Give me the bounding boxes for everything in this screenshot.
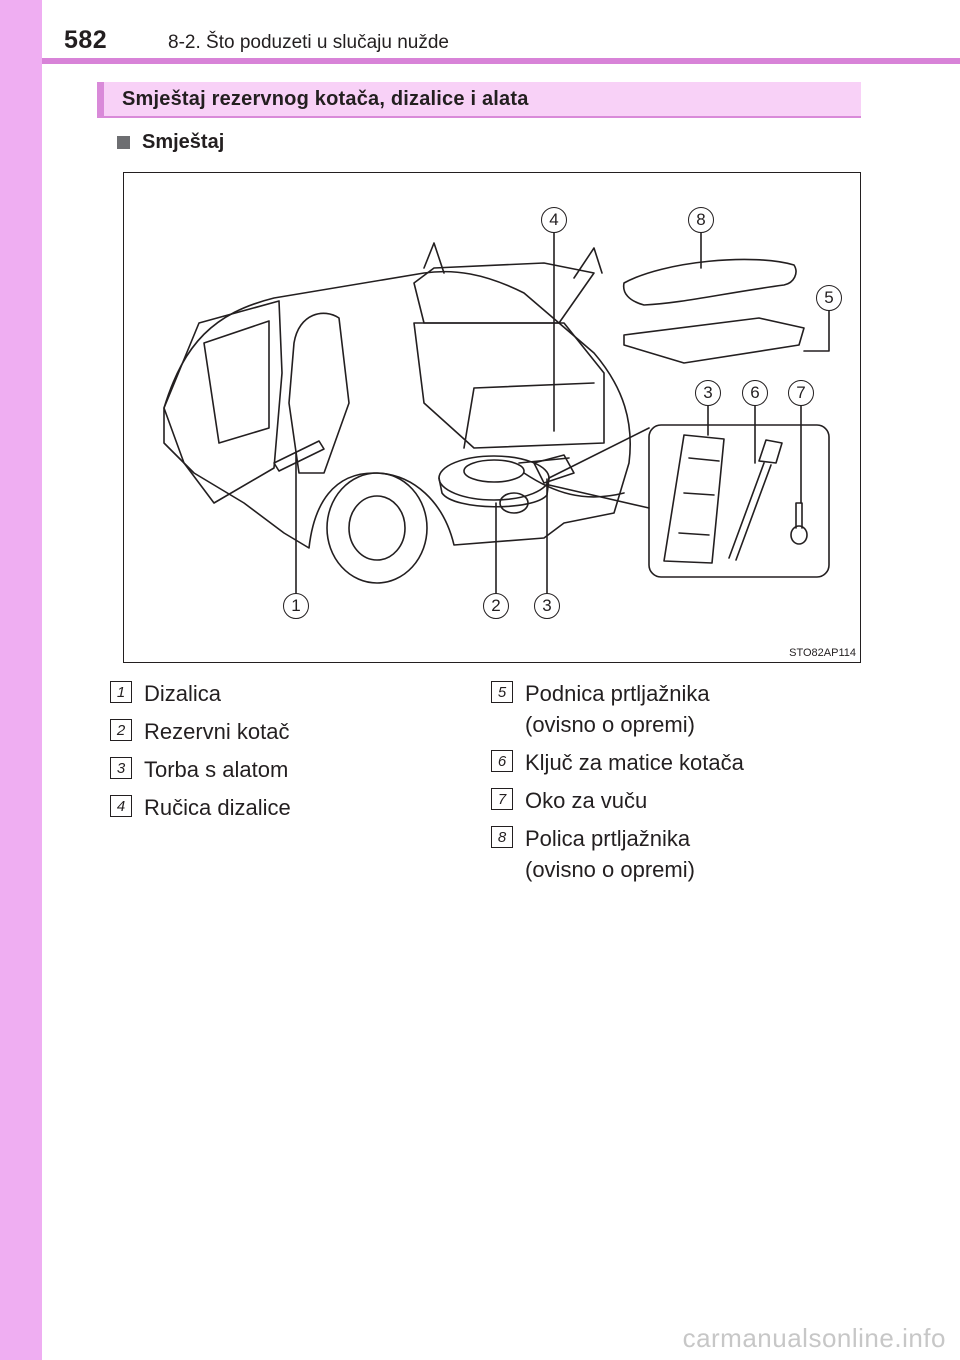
legend-number: 5: [491, 681, 513, 703]
car-body: [163, 270, 632, 549]
tool-bag: [663, 434, 725, 564]
callout-3: 3: [534, 593, 560, 619]
subheading-text: Smještaj: [142, 131, 225, 153]
legend-item: 5 Podnica prtljažnika (ovisno o opremi): [491, 678, 744, 740]
chapter-title: 8-2. Što poduzeti u slučaju nužde: [168, 32, 449, 53]
car-illustration: [163, 232, 830, 609]
legend-text: Oko za vuču: [525, 788, 648, 813]
legend-text: Ključ za matice kotača: [525, 750, 744, 775]
section-banner: Smještaj rezervnog kotača, dizalice i al…: [97, 82, 861, 118]
callout-1: 1: [283, 593, 309, 619]
wheel-nut-wrench: [728, 462, 772, 561]
tool-box: [648, 424, 830, 578]
storage-illustration: 1 2 3 4 5 3 6 7 8 STO82AP114: [123, 172, 861, 663]
legend-item: 1 Dizalica: [110, 678, 291, 709]
section-title: Smještaj rezervnog kotača, dizalice i al…: [122, 88, 529, 110]
legend-number: 3: [110, 757, 132, 779]
car-seat: [288, 312, 350, 474]
legend-number: 1: [110, 681, 132, 703]
legend-number: 2: [110, 719, 132, 741]
legend-item: 3 Torba s alatom: [110, 754, 291, 785]
page-number: 582: [64, 26, 108, 54]
callout-4: 4: [541, 207, 567, 233]
legend-item: 4 Ručica dizalice: [110, 792, 291, 823]
legend-text: Ručica dizalice: [144, 795, 291, 820]
legend-text: Podnica prtljažnika (ovisno o opremi): [525, 681, 710, 737]
figure-code: STO82AP114: [789, 647, 856, 659]
deck-board: [623, 317, 805, 364]
callout-3b: 3: [695, 380, 721, 406]
subheading: Smještaj: [117, 131, 224, 154]
legend-text: Dizalica: [144, 681, 222, 706]
legend-number: 4: [110, 795, 132, 817]
legend-text: Rezervni kotač: [144, 719, 290, 744]
square-bullet-icon: [117, 136, 130, 149]
callout-8: 8: [688, 207, 714, 233]
tool-bag-small: [533, 454, 575, 484]
legend-item: 7 Oko za vuču: [491, 785, 744, 816]
cargo-area: [413, 322, 605, 449]
legend-right: 5 Podnica prtljažnika (ovisno o opremi) …: [491, 678, 744, 892]
legend-text: Torba s alatom: [144, 757, 289, 782]
callout-5: 5: [816, 285, 842, 311]
sidebar-tab: [0, 0, 42, 1360]
car-door: [163, 300, 283, 504]
rear-wheel: [326, 472, 428, 584]
callout-2: 2: [483, 593, 509, 619]
legend-number: 6: [491, 750, 513, 772]
header-rule: [42, 58, 960, 64]
towing-eye: [795, 502, 803, 529]
legend-number: 7: [491, 788, 513, 810]
legend-number: 8: [491, 826, 513, 848]
callout-7: 7: [788, 380, 814, 406]
watermark[interactable]: carmanualsonline.info: [682, 1323, 946, 1353]
jack: [273, 440, 325, 472]
legend-text: Polica prtljažnika (ovisno o opremi): [525, 826, 695, 882]
legend-item: 2 Rezervni kotač: [110, 716, 291, 747]
legend-item: 8 Polica prtljažnika (ovisno o opremi): [491, 823, 744, 885]
legend-left: 1 Dizalica 2 Rezervni kotač 3 Torba s al…: [110, 678, 291, 830]
legend-item: 6 Ključ za matice kotača: [491, 747, 744, 778]
luggage-shelf: [622, 258, 797, 306]
callout-6: 6: [742, 380, 768, 406]
